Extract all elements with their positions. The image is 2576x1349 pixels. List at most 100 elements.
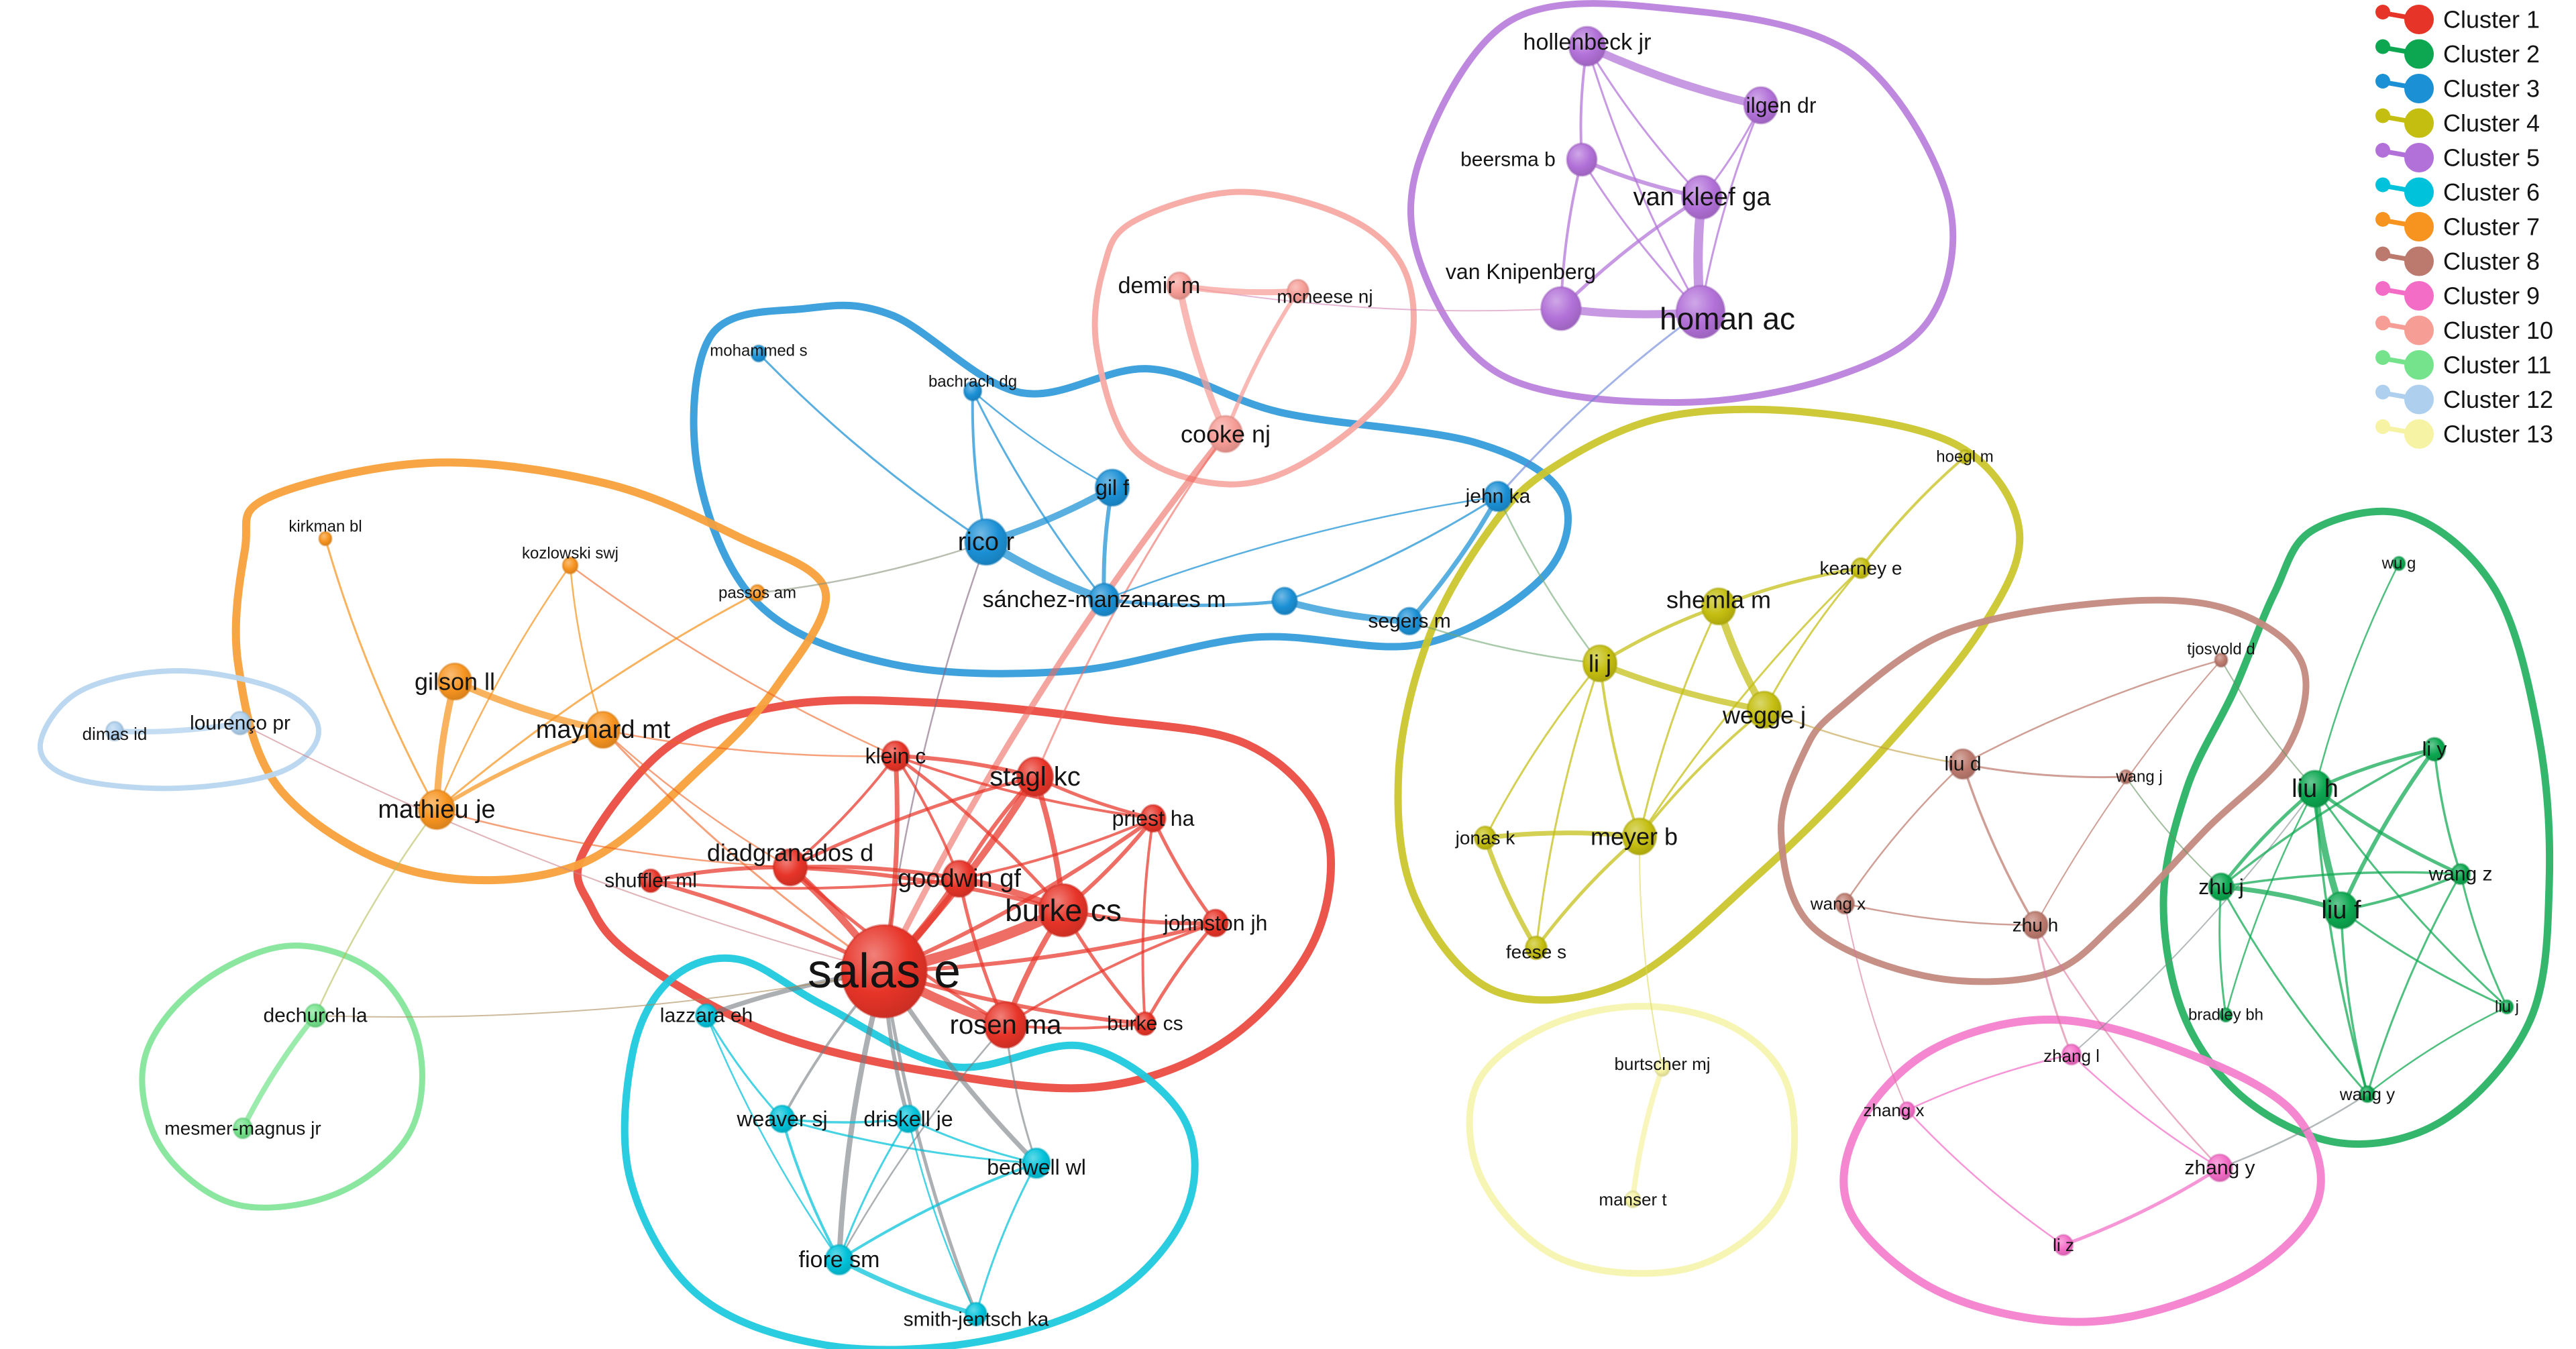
node-rosen-ma[interactable] xyxy=(983,1001,1028,1049)
node-homan-ac[interactable] xyxy=(1675,284,1726,339)
edge-liy-wangz xyxy=(2433,748,2462,875)
node-van-kleef-ga[interactable] xyxy=(1681,174,1723,220)
node-wang-x[interactable] xyxy=(1834,892,1856,915)
node-tjosvold-d[interactable] xyxy=(2214,652,2229,668)
node-kearney-e[interactable] xyxy=(1850,557,1872,580)
node-wegge-j[interactable] xyxy=(1746,690,1782,729)
label-liu-h: liu h xyxy=(2292,775,2339,803)
node-shuffler-ml[interactable] xyxy=(639,868,663,894)
node-burtscher-mj[interactable] xyxy=(1654,1059,1671,1077)
label-mathieu-je: mathieu je xyxy=(378,796,495,824)
node-feese-s[interactable] xyxy=(1524,935,1548,961)
node-mathieu-je[interactable] xyxy=(417,789,456,830)
node-goodwin-gf[interactable] xyxy=(941,859,977,898)
node-stagl-kc[interactable] xyxy=(1016,756,1055,798)
label-weaver-sj: weaver sj xyxy=(736,1107,827,1131)
node-fiore-sm[interactable] xyxy=(824,1244,854,1276)
edge-mohammed-rico xyxy=(757,352,987,543)
node-beersma-b[interactable] xyxy=(1566,142,1598,177)
node-weaver-sj[interactable] xyxy=(769,1104,796,1134)
node-priest-ha[interactable] xyxy=(1140,804,1167,833)
node-zhang-y[interactable] xyxy=(2206,1153,2233,1183)
node-manser-t[interactable] xyxy=(1624,1190,1642,1209)
edge-wangx-zhangx xyxy=(1844,903,1908,1111)
label-burtscher-mj: burtscher mj xyxy=(1614,1054,1710,1074)
node-wang-j[interactable] xyxy=(2118,769,2133,785)
node-gil-f[interactable] xyxy=(1094,468,1130,507)
cluster-10-outline xyxy=(1091,188,1417,488)
node-maynard-mt[interactable] xyxy=(585,710,621,749)
cluster-outlines xyxy=(37,0,2554,1349)
node-van-Knipenberg[interactable] xyxy=(1540,286,1582,331)
node-passos-am[interactable] xyxy=(749,584,766,602)
node-smith-jentsch-ka[interactable] xyxy=(964,1301,988,1327)
cluster-11-outline xyxy=(139,942,425,1211)
node-jonas-k[interactable] xyxy=(1473,825,1497,851)
legend-label-cluster-12: Cluster 12 xyxy=(2443,386,2553,413)
edge-diad-klein xyxy=(789,755,897,869)
edge-weaver-driskell xyxy=(781,1118,910,1124)
node-bradley-bh[interactable] xyxy=(2218,1007,2233,1023)
node-dechurch-la[interactable] xyxy=(303,1003,327,1028)
label-s-nchez-manzanares-m: sánchez-manzanares m xyxy=(983,587,1226,612)
node-louren-o-pr[interactable] xyxy=(228,710,252,736)
node-klein-c[interactable] xyxy=(881,740,910,772)
node-hollenbeck-jr[interactable] xyxy=(1568,25,1607,67)
node-hoegl-m[interactable] xyxy=(1957,449,1972,465)
node-liu-f[interactable] xyxy=(2323,891,2359,930)
edge-maynard-klein xyxy=(602,729,897,757)
node-zhu-j[interactable] xyxy=(2208,872,2235,902)
edge-demir-mcneese xyxy=(1176,282,1301,296)
node-jehn-ka[interactable] xyxy=(1483,480,1513,512)
node-liu-j[interactable] xyxy=(2500,999,2514,1015)
edge-wangz-zhuj xyxy=(2220,871,2462,888)
node-driskell-je[interactable] xyxy=(895,1104,922,1134)
cluster-5-outline xyxy=(1407,0,1957,406)
node-liu-h[interactable] xyxy=(2297,769,2333,808)
node-salas-e[interactable] xyxy=(841,924,928,1019)
node-kirkman-bl[interactable] xyxy=(318,531,333,547)
node-shemla-m[interactable] xyxy=(1701,587,1737,626)
node-lazzara-eh[interactable] xyxy=(694,1003,718,1028)
node-ilgen-dr[interactable] xyxy=(1743,86,1779,125)
node-rico-r[interactable] xyxy=(964,518,1008,566)
node-johnston-jh[interactable] xyxy=(1202,908,1229,938)
node-diadgranados-d[interactable] xyxy=(772,848,808,887)
node-demir-m[interactable] xyxy=(1166,271,1193,301)
node-wu-g[interactable] xyxy=(2392,555,2406,572)
node-gilson-ll[interactable] xyxy=(437,662,473,701)
node-mcneese-nj[interactable] xyxy=(1286,278,1310,304)
node-mohammed-s[interactable] xyxy=(750,344,767,363)
node-meyer-b[interactable] xyxy=(1621,817,1658,856)
node-mid[interactable] xyxy=(1271,586,1298,616)
node-mesmer-magnus-jr[interactable] xyxy=(232,1117,254,1140)
cluster-12-small-node-icon xyxy=(2375,384,2390,400)
node-s-nchez-manzanares-m[interactable] xyxy=(1088,582,1120,617)
node-zhu-h[interactable] xyxy=(2022,910,2049,940)
node-wang-y[interactable] xyxy=(2359,1085,2376,1103)
node-bachrach-dg[interactable] xyxy=(963,380,983,402)
node-burke-cs[interactable] xyxy=(1038,883,1089,938)
node-kozlowski-swj[interactable] xyxy=(561,556,579,575)
label-li-j: li j xyxy=(1589,650,1611,678)
node-burke-cs[interactable] xyxy=(1133,1011,1157,1036)
node-dimas-id[interactable] xyxy=(105,720,125,742)
edge-bedwell-fiore xyxy=(838,1162,1038,1261)
label-gilson-ll: gilson ll xyxy=(415,668,495,696)
node-segers-m[interactable] xyxy=(1396,606,1423,636)
label-hollenbeck-jr: hollenbeck jr xyxy=(1523,30,1652,55)
node-liu-d[interactable] xyxy=(1948,748,1978,780)
node-zhang-x[interactable] xyxy=(1898,1101,1916,1120)
node-cooke-nj[interactable] xyxy=(1208,415,1244,453)
node-bedwell-wl[interactable] xyxy=(1022,1147,1051,1179)
node-li-j[interactable] xyxy=(1582,644,1618,683)
node-zhang-l[interactable] xyxy=(2061,1043,2082,1066)
edge-kozlowski-maynard xyxy=(569,564,604,731)
node-wang-z[interactable] xyxy=(2450,863,2471,885)
edge-dimas-lourenco xyxy=(112,720,243,735)
label-feese-s: feese s xyxy=(1506,942,1566,963)
node-li-z[interactable] xyxy=(2053,1234,2074,1256)
node-li-y[interactable] xyxy=(2422,737,2447,762)
